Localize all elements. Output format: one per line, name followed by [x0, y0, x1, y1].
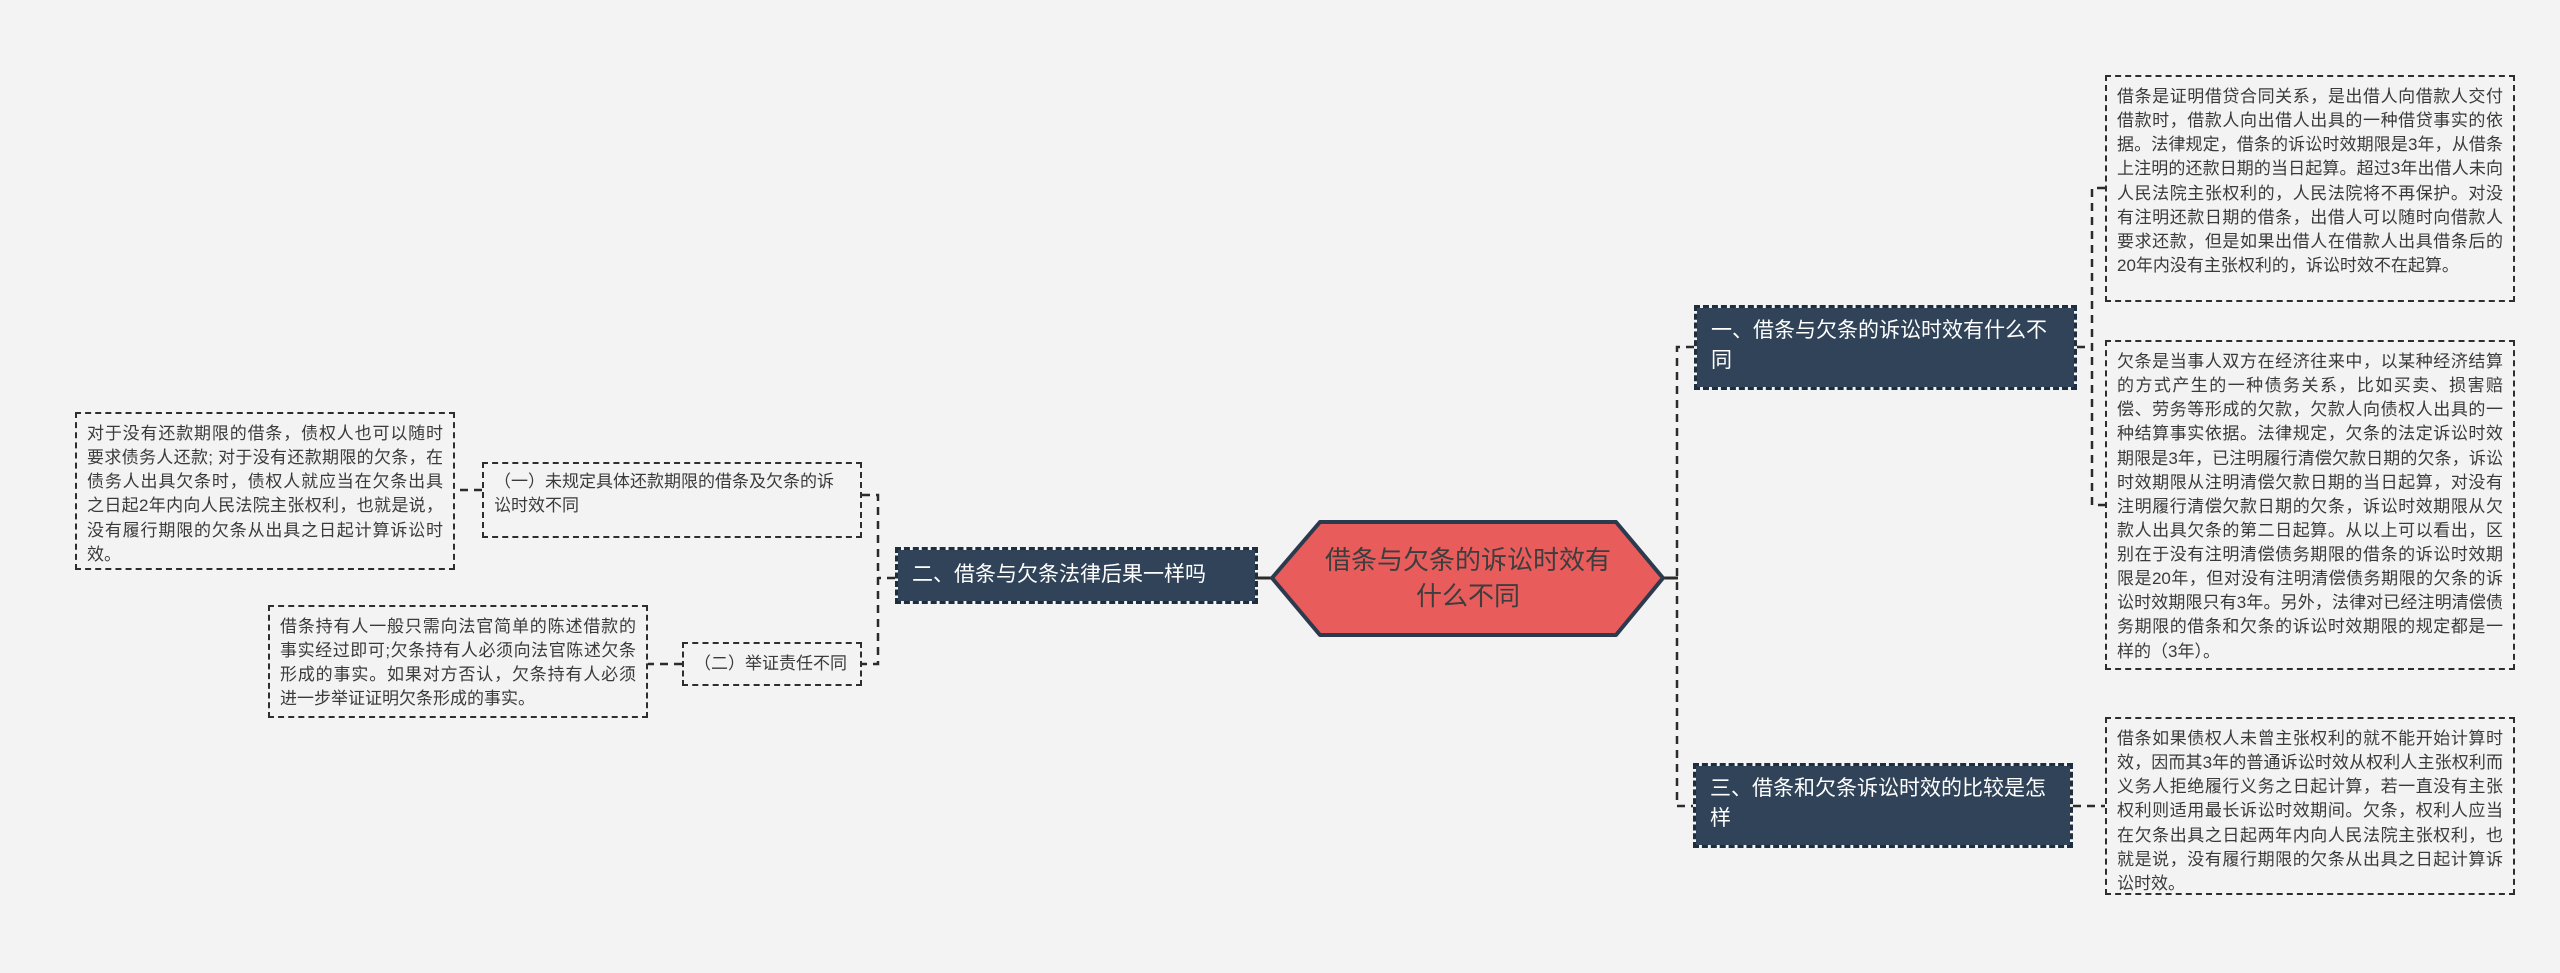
center-topic[interactable]: 借条与欠条的诉讼时效有什么不同	[1324, 545, 1611, 611]
topic-right-comparison[interactable]: 三、借条和欠条诉讼时效的比较是怎样	[1693, 763, 2073, 848]
label-subpoint-1[interactable]: （一）未规定具体还款期限的借条及欠条的诉讼时效不同	[482, 462, 862, 538]
note-no-repayment-deadline[interactable]: 对于没有还款期限的借条，债权人也可以随时要求债务人还款; 对于没有还款期限的欠条…	[75, 412, 455, 570]
topic-left-legal-consequence[interactable]: 二、借条与欠条法律后果一样吗	[895, 547, 1258, 604]
topic-right-limitation-difference[interactable]: 一、借条与欠条的诉讼时效有什么不同	[1694, 305, 2077, 390]
note-burden-of-proof[interactable]: 借条持有人一般只需向法官简单的陈述借款的事实经过即可;欠条持有人必须向法官陈述欠…	[268, 605, 648, 718]
note-comparison-detail[interactable]: 借条如果债权人未曾主张权利的就不能开始计算时效，因而其3年的普通诉讼时效从权利人…	[2105, 717, 2515, 895]
note-qiantiao-definition[interactable]: 欠条是当事人双方在经济往来中，以某种经济结算的方式产生的一种债务关系，比如买卖、…	[2105, 340, 2515, 670]
center-hexagon	[1270, 520, 1665, 637]
label-subpoint-2[interactable]: （二）举证责任不同	[682, 642, 862, 686]
note-jietiao-definition[interactable]: 借条是证明借贷合同关系，是出借人向借款人交付借款时，借款人向出借人出具的一种借贷…	[2105, 75, 2515, 302]
